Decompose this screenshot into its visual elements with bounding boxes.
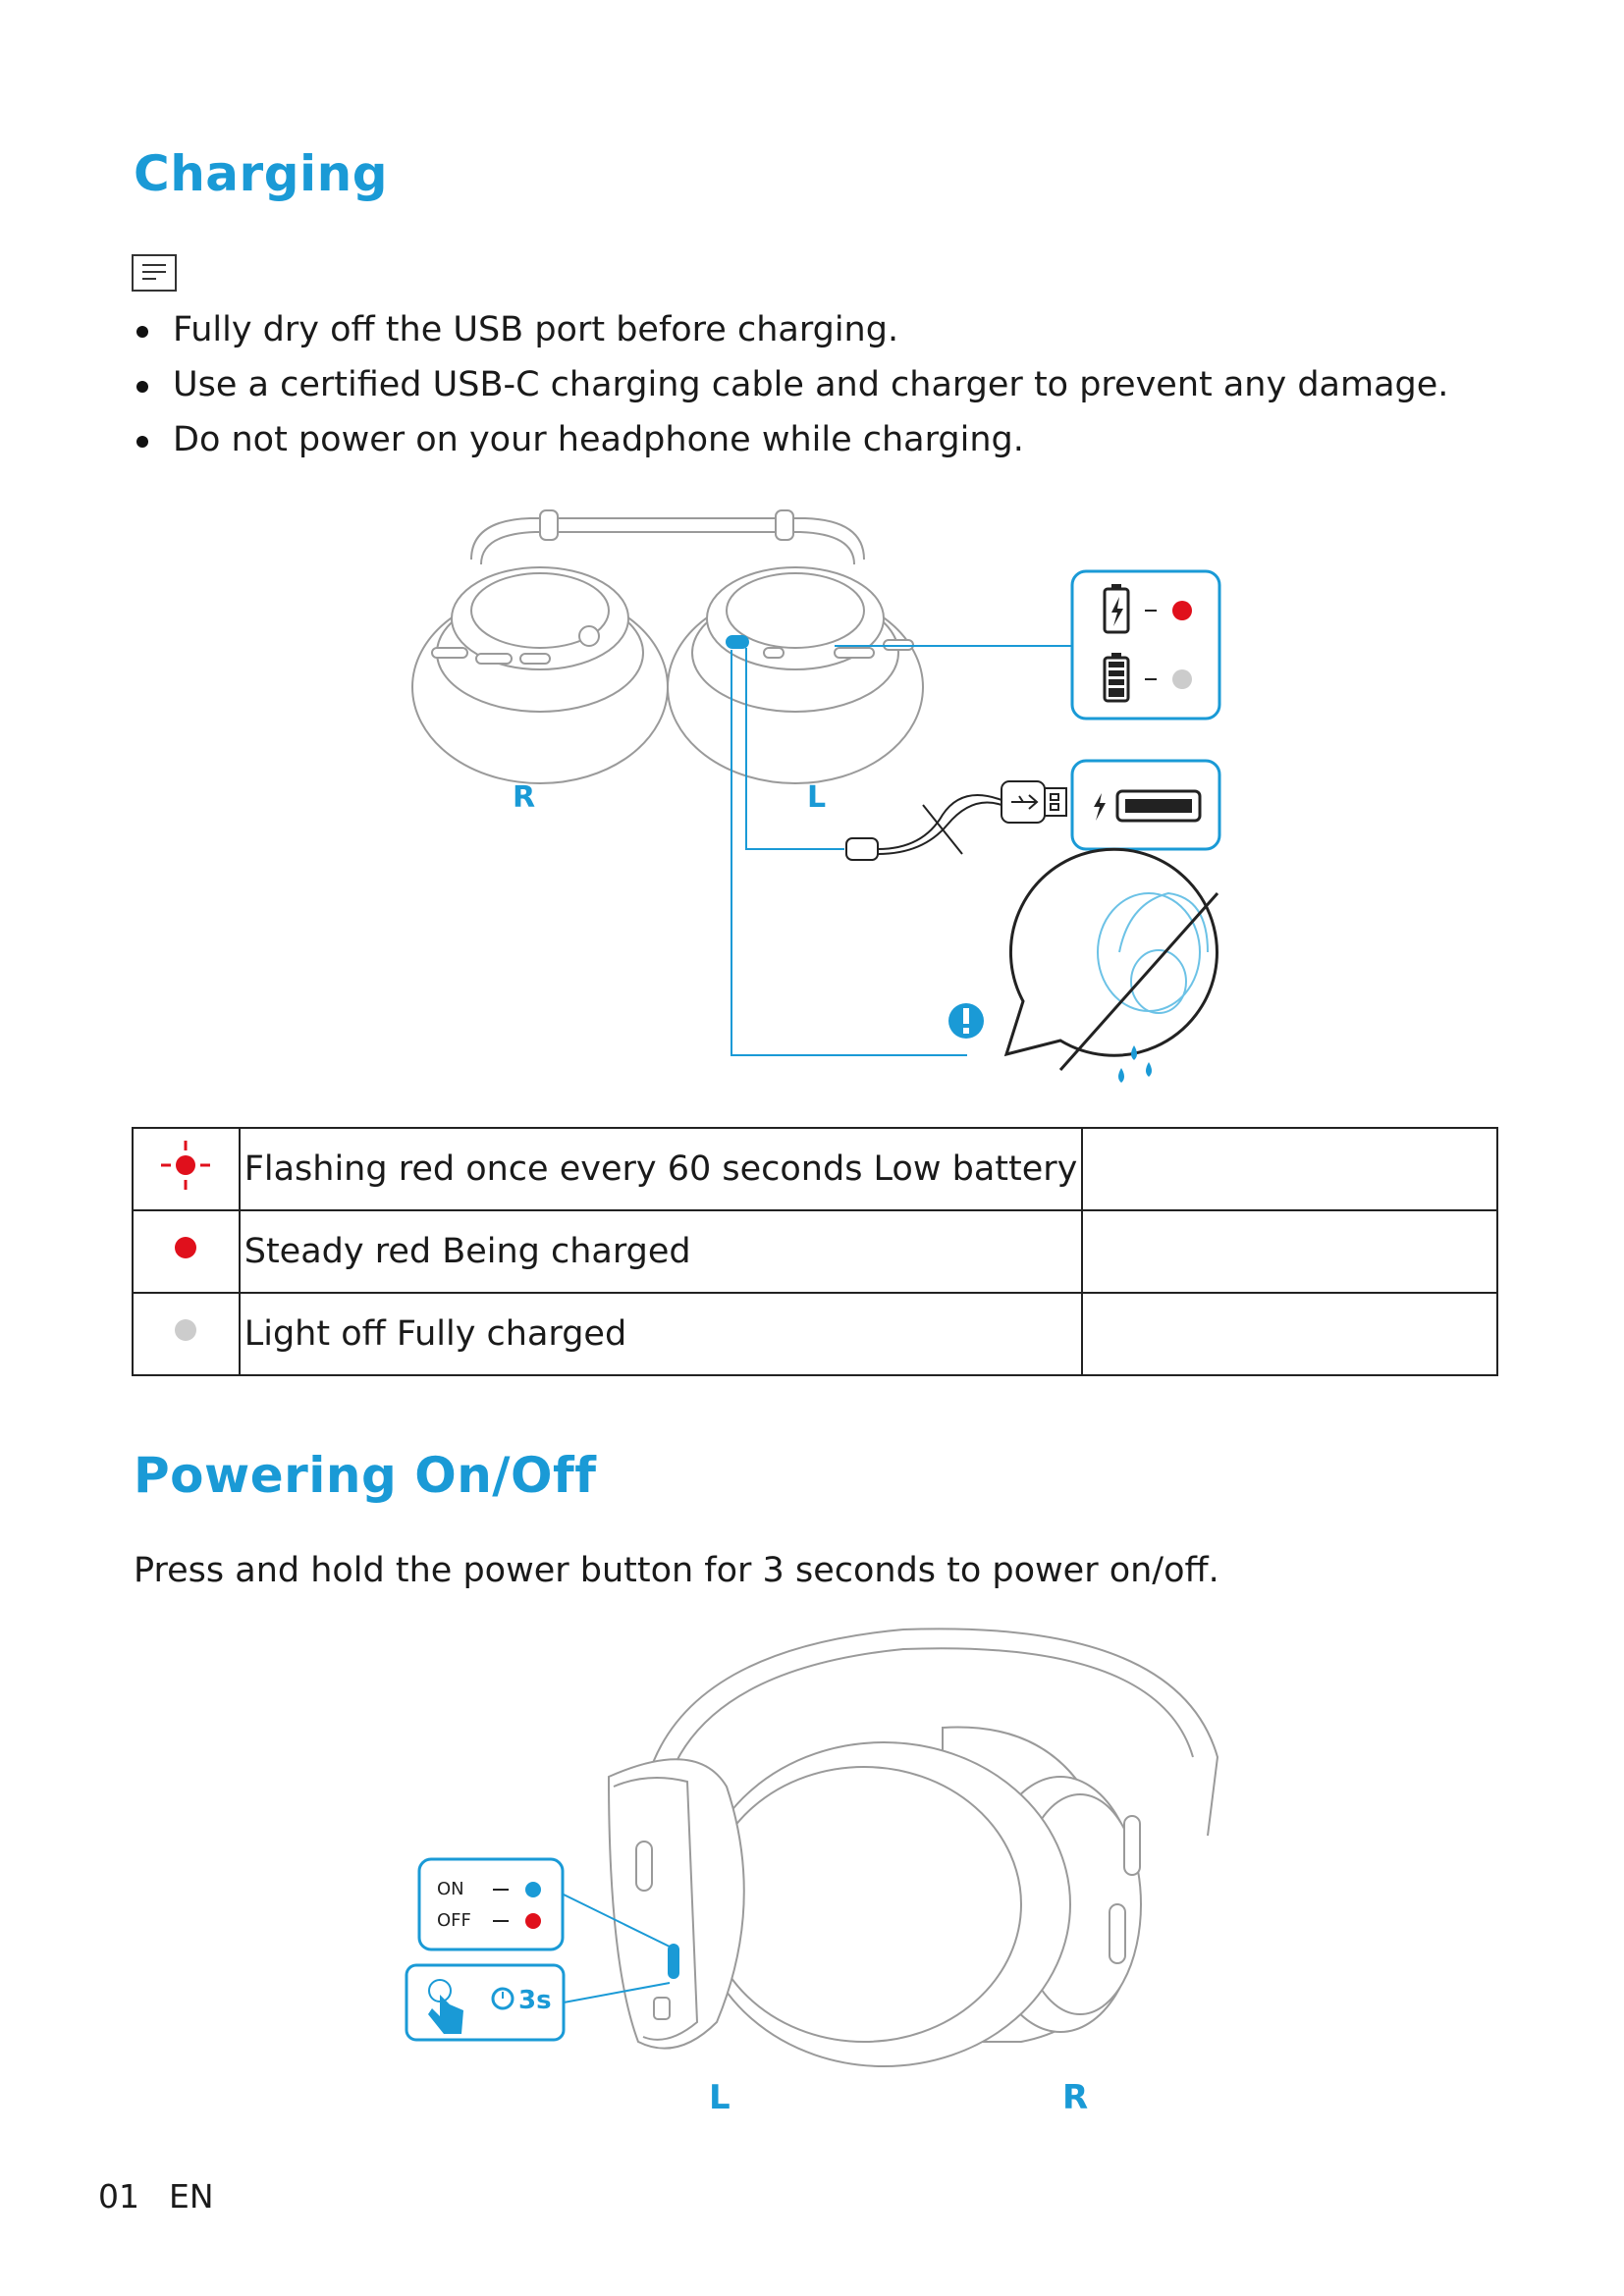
usb-power-icon — [1094, 789, 1202, 823]
empty-cell — [1081, 1127, 1498, 1211]
timer-icon — [491, 1987, 514, 2010]
flashing-red-led-icon — [132, 1127, 241, 1211]
led-description: Flashing red once every 60 seconds Low b… — [238, 1127, 1084, 1211]
page-number: 01 — [98, 2177, 139, 2216]
off-led-dot — [525, 1913, 541, 1929]
led-description: Light off Fully charged — [238, 1292, 1084, 1376]
red-led-dot — [1172, 601, 1192, 620]
battery-full-icon — [1103, 653, 1130, 703]
on-label: ON — [437, 1879, 464, 1899]
label-r: R — [513, 780, 535, 815]
list-item: Fully dry off the USB port before chargi… — [134, 302, 1448, 357]
table-row: Flashing red once every 60 seconds Low b… — [132, 1127, 1498, 1211]
no-water-icon — [1097, 891, 1209, 1014]
list-item: Use a certified USB-C charging cable and… — [134, 357, 1448, 412]
steady-red-led-icon — [132, 1209, 241, 1294]
table-row: Steady red Being charged — [132, 1209, 1498, 1294]
power-instruction: Press and hold the power button for 3 se… — [134, 1551, 1219, 1590]
power-button — [668, 1944, 679, 1979]
list-item: Do not power on your headphone while cha… — [134, 412, 1448, 467]
label-l: L — [709, 2078, 731, 2117]
empty-cell — [1081, 1209, 1498, 1294]
empty-cell — [1081, 1292, 1498, 1376]
power-illustration: ON OFF 3s L R — [405, 1628, 1219, 2117]
label-l: L — [807, 780, 826, 815]
off-label: OFF — [437, 1910, 471, 1931]
light-off-led-icon — [132, 1292, 241, 1376]
led-status-table: Flashing red once every 60 seconds Low b… — [132, 1127, 1498, 1376]
press-hand-icon — [428, 1979, 463, 2034]
power-title: Powering On/Off — [134, 1447, 597, 1504]
charging-illustration: R L — [411, 509, 1221, 1083]
table-row: Light off Fully charged — [132, 1292, 1498, 1376]
hold-time-label: 3s — [518, 1986, 552, 2015]
warning-icon — [948, 1003, 984, 1039]
label-r: R — [1062, 2078, 1088, 2117]
charging-title: Charging — [134, 145, 389, 202]
note-icon — [132, 254, 177, 292]
grey-led-dot — [1172, 669, 1192, 689]
language-label: EN — [169, 2177, 214, 2216]
led-description: Steady red Being charged — [238, 1209, 1084, 1294]
charging-notes-list: Fully dry off the USB port before chargi… — [134, 302, 1448, 467]
battery-status-box — [1070, 569, 1221, 721]
power-status-box — [417, 1857, 565, 1951]
battery-charging-icon — [1103, 584, 1130, 634]
on-led-dot — [525, 1882, 541, 1897]
